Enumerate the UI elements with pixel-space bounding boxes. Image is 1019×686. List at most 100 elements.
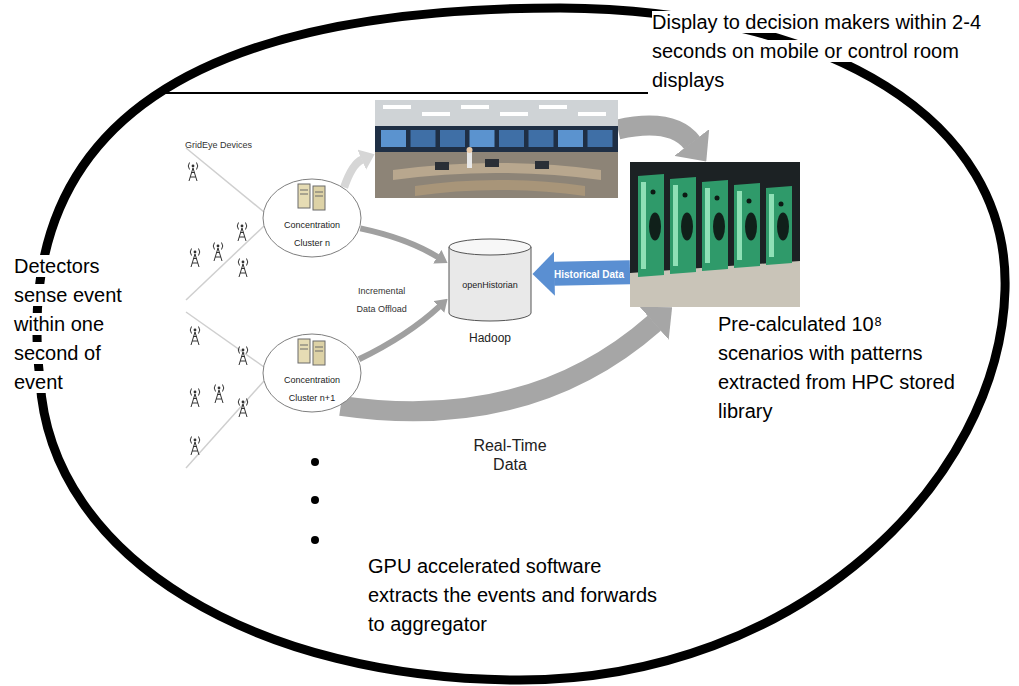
cabinet-stripe (769, 194, 774, 257)
photo-ceiling (375, 100, 618, 126)
ceiling-light (578, 112, 606, 116)
device-fan (186, 381, 264, 468)
antenna-icon (190, 249, 200, 268)
server-icon (300, 345, 323, 351)
cabinet-graphic (649, 213, 661, 241)
supercomputer-photo-shape (630, 162, 800, 307)
flow-arrow (359, 307, 439, 360)
cylinder-body (449, 247, 531, 321)
edge-label-block: Real-Time Data (463, 436, 558, 474)
device-fan (186, 226, 264, 300)
antenna-icon (237, 223, 247, 242)
callout-text: Pre-calculated 10⁸ scenarios with patter… (718, 313, 955, 422)
ceiling-light (383, 105, 411, 109)
wall-screen (558, 130, 583, 147)
server-cabinet (734, 183, 760, 268)
flow-arrow (341, 323, 655, 411)
cluster-label-block: Concentration Cluster n (275, 178, 349, 250)
database-cylinder: openHistorianHadoop (448, 238, 532, 322)
ellipsis-dot (311, 496, 319, 504)
cluster-label: Concentration Cluster n+1 (284, 375, 340, 403)
database-label-block: openHistorian (448, 238, 532, 322)
antenna-icon (238, 399, 248, 418)
cluster-outline (263, 179, 361, 257)
enclosing-ellipse (37, 8, 1005, 680)
control-room-photo: Display to decision makers within 2-4 se… (375, 100, 618, 198)
edge-label: Real-Time Data (473, 437, 546, 473)
device-group-label: GridEye Devices (185, 140, 252, 150)
server-icon (313, 341, 325, 365)
desk-monitor (435, 162, 449, 170)
desk-monitor (535, 161, 549, 169)
wall-screen (499, 130, 524, 147)
antenna-icon (213, 243, 223, 262)
cabinet-graphic (651, 190, 656, 195)
photo-floor (375, 152, 618, 198)
antenna-icon (238, 259, 248, 278)
ellipsis-dot (311, 536, 319, 544)
desk-monitor (485, 159, 499, 167)
control-room-photo-shape (375, 100, 618, 198)
callout-text-block: Pre-calculated 10⁸ scenarios with patter… (718, 310, 958, 426)
callout-text: GPU accelerated software extracts the ev… (368, 555, 657, 635)
control-desk (415, 180, 585, 196)
cluster-label-block: Concentration Cluster n+1 (275, 333, 349, 405)
cabinet-graphic (713, 213, 725, 241)
photo-ground (630, 162, 800, 307)
server-cabinet (638, 174, 664, 277)
ceiling-light (422, 112, 450, 116)
database-label: openHistorian (462, 280, 518, 290)
cabinet-graphic (683, 193, 688, 198)
callout-text: Detectors sense event within one second … (14, 255, 122, 393)
cluster-circle: Concentration Cluster n (262, 178, 362, 258)
cylinder-top (449, 239, 531, 255)
antenna-icon (188, 163, 198, 182)
operator (467, 147, 473, 153)
antenna-icon (190, 437, 200, 456)
wall-screen (470, 130, 495, 147)
device-fan (186, 148, 264, 212)
device-group-label-block: GridEye Devices (185, 134, 252, 152)
ellipsis-dot (311, 458, 319, 466)
cabinet-graphic (777, 213, 789, 241)
ceiling-light (461, 105, 489, 109)
wall-screen (411, 130, 436, 147)
server-cabinet (702, 180, 728, 271)
callout-text-block: Display to decision makers within 2-4 se… (652, 8, 982, 95)
cabinet-graphic (745, 213, 757, 241)
server-icon (313, 186, 325, 210)
callout-text: Display to decision makers within 2-4 se… (652, 11, 981, 91)
edge-label: Incremental Data Offload (356, 286, 406, 314)
server-icon (300, 190, 323, 196)
wall-screen (588, 130, 613, 147)
cabinet-stripe (641, 182, 646, 269)
cabinet-stripe (673, 185, 678, 266)
cluster-circle: Concentration Cluster n+1 (262, 333, 362, 413)
cluster-label: Concentration Cluster n (284, 220, 340, 248)
ceiling-light (500, 112, 528, 116)
wall-screen (440, 130, 465, 147)
cluster-outline (263, 334, 361, 412)
title-rule (155, 92, 648, 94)
antenna-icon (214, 385, 224, 404)
ceiling-light (539, 105, 567, 109)
flow-arrow (344, 160, 362, 188)
video-wall (375, 126, 618, 152)
edge-label: Historical Data (554, 269, 624, 280)
device-fan (186, 148, 264, 468)
wall-screen (381, 130, 406, 147)
database-name: Hadoop (469, 331, 511, 345)
flow-arrow (618, 126, 692, 143)
cabinet-stripe (705, 188, 710, 263)
device-fan (186, 312, 264, 367)
cabinet-graphic (715, 196, 720, 201)
database-name-block: Hadoop (448, 328, 532, 346)
antenna-icon (190, 389, 200, 408)
cabinet-graphic (779, 202, 784, 207)
wall-screen (529, 130, 554, 147)
callout-text-block: GPU accelerated software extracts the ev… (368, 552, 668, 639)
edge-label-block: Incremental Data Offload (351, 280, 413, 316)
cabinet-graphic (747, 199, 752, 204)
antenna-icon (190, 327, 200, 346)
